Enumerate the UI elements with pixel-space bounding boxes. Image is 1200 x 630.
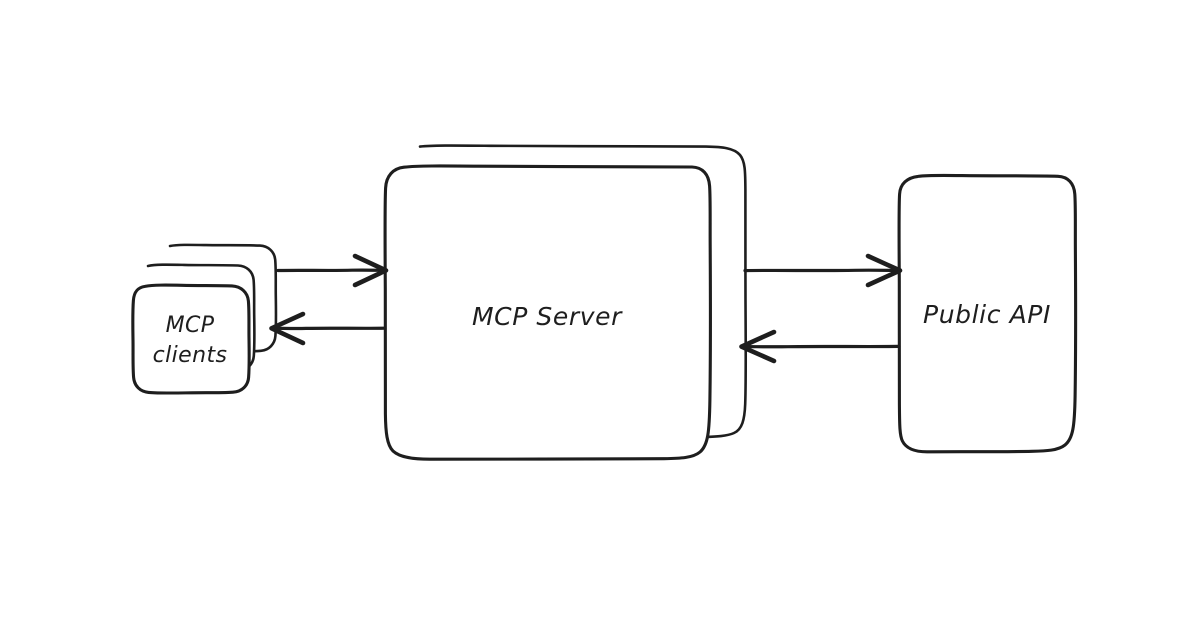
- edge-server-to-clients[interactable]: [269, 311, 387, 346]
- public-api-box: [897, 173, 1078, 454]
- node-mcp-clients[interactable]: MCP clients: [131, 243, 278, 395]
- edge-clients-to-server-arrowhead: [352, 253, 389, 288]
- mcp-clients-label-line1: MCP: [166, 313, 215, 338]
- node-public-api[interactable]: Public API: [897, 173, 1078, 454]
- mcp-server-card-front: [383, 164, 713, 461]
- edge-server-to-api[interactable]: [743, 253, 903, 288]
- edge-clients-to-server[interactable]: [276, 253, 389, 288]
- node-mcp-server[interactable]: MCP Server: [383, 144, 748, 461]
- edge-api-to-server[interactable]: [739, 329, 901, 364]
- edge-api-to-server-arrowhead: [739, 329, 777, 364]
- mcp-clients-card-front: [131, 283, 251, 395]
- mcp-server-label: MCP Server: [472, 302, 623, 331]
- mcp-clients-label-line2: clients: [153, 343, 228, 368]
- public-api-label: Public API: [923, 300, 1051, 329]
- edge-server-to-clients-arrowhead: [269, 311, 306, 346]
- edge-server-to-api-arrowhead: [865, 253, 903, 288]
